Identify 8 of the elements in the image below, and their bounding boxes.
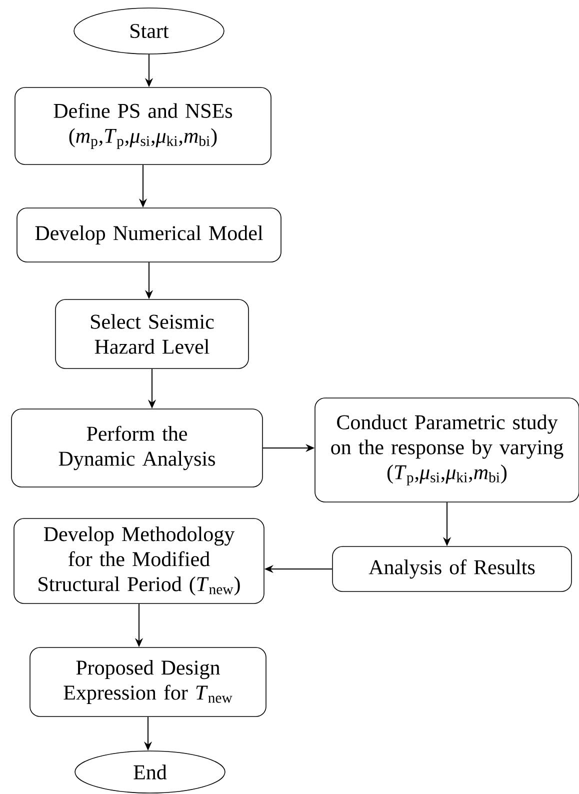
process-box: Proposed Design Expression for T$_{new}$ — [30, 647, 266, 717]
process-box: Develop Numerical Model — [16, 208, 282, 262]
process-box: Develop Methodology for the Modified Structural Period (T$_{new}$) — [14, 518, 264, 604]
process-box: Perform the Dynamic Analysis — [11, 408, 263, 488]
process-box: Conduct Parametric study on the response by varying (T$_{p}$,μ$_{si}$,μ$_{ki}$,m$_{bi}$) — [314, 398, 579, 502]
process-box: Select Seismic Hazard Level — [55, 299, 249, 369]
process-box: Analysis of Results — [332, 546, 572, 592]
process-box: Define PS and NSEs (m$_{p}$,T$_{p}$,μ$_{si}$,μ$_{ki}$,m$_{bi}$) — [14, 87, 272, 165]
